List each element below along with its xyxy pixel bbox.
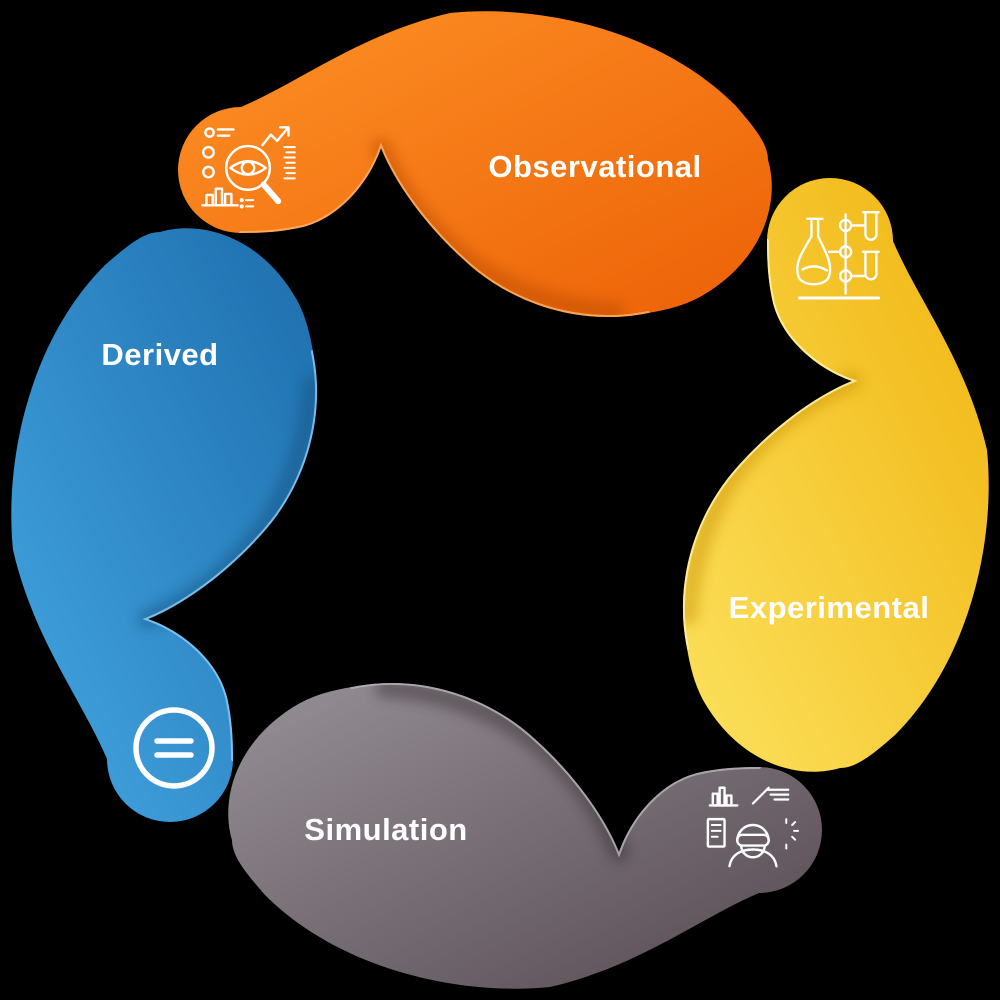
label-derived: Derived bbox=[101, 337, 219, 372]
vr-simulation-icon bbox=[700, 776, 802, 874]
equals-icon bbox=[129, 703, 219, 793]
experiment-flask-icon bbox=[784, 198, 894, 310]
observation-analytics-icon bbox=[194, 118, 302, 222]
label-experimental: Experimental bbox=[728, 590, 930, 625]
label-observational: Observational bbox=[488, 149, 702, 184]
label-simulation: Simulation bbox=[304, 812, 468, 847]
